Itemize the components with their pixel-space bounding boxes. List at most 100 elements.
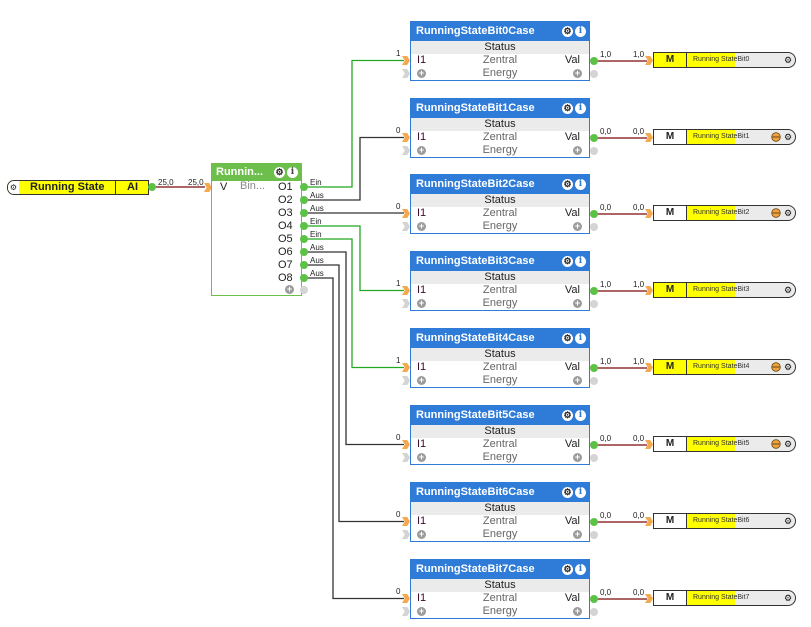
binary-input-port-v[interactable] <box>204 183 212 192</box>
info-icon[interactable]: i <box>575 333 586 344</box>
energy-output-port[interactable] <box>590 454 598 462</box>
memory-input-port[interactable] <box>645 363 653 372</box>
source-block-running-state[interactable]: ⚙ Running State AI <box>7 180 149 195</box>
binary-block-header[interactable]: Runnin... ⚙ i <box>212 164 301 181</box>
energy-input-port[interactable] <box>402 607 410 616</box>
gear-icon[interactable]: ⚙ <box>784 208 793 218</box>
energy-output-port[interactable] <box>590 377 598 385</box>
gear-icon[interactable]: ⚙ <box>784 362 793 372</box>
output-port[interactable] <box>300 196 308 204</box>
case-block[interactable]: RunningStateBit4Case ⚙ i Status I1 Zentr… <box>410 328 590 388</box>
add-output-icon[interactable]: + <box>573 375 582 385</box>
memory-block[interactable]: M Running StateBit7 ⚙ <box>653 590 796 606</box>
info-icon[interactable]: i <box>575 179 586 190</box>
wire-o8-to-case[interactable] <box>306 277 404 600</box>
input-port-i1[interactable] <box>402 286 410 295</box>
output-port-val[interactable] <box>590 210 598 218</box>
gear-icon[interactable]: ⚙ <box>562 179 573 190</box>
add-output-icon[interactable]: + <box>573 68 582 78</box>
output-port-val[interactable] <box>590 518 598 526</box>
energy-input-port[interactable] <box>402 453 410 462</box>
memory-input-port[interactable] <box>645 517 653 526</box>
input-port-i1[interactable] <box>402 363 410 372</box>
extra-output-port[interactable] <box>300 286 308 294</box>
wire-o6-to-case[interactable] <box>306 251 404 446</box>
energy-input-port[interactable] <box>402 69 410 78</box>
add-output-icon[interactable]: + <box>573 529 582 539</box>
gear-icon[interactable]: ⚙ <box>562 564 573 575</box>
case-block[interactable]: RunningStateBit6Case ⚙ i Status I1 Zentr… <box>410 482 590 542</box>
gear-icon[interactable]: ⚙ <box>784 593 793 603</box>
energy-output-port[interactable] <box>590 300 598 308</box>
info-icon[interactable]: i <box>575 256 586 267</box>
output-port-val[interactable] <box>590 287 598 295</box>
memory-block[interactable]: M Running StateBit5 ⚙ <box>653 436 796 452</box>
gear-icon[interactable]: ⚙ <box>562 410 573 421</box>
case-block-header[interactable]: RunningStateBit0Case ⚙ i <box>411 22 589 41</box>
add-output-icon[interactable]: + <box>573 298 582 308</box>
output-port[interactable] <box>300 235 308 243</box>
output-port-val[interactable] <box>590 57 598 65</box>
gear-icon[interactable]: ⚙ <box>562 256 573 267</box>
input-port-i1[interactable] <box>402 594 410 603</box>
input-port-i1[interactable] <box>402 209 410 218</box>
info-icon[interactable]: i <box>575 26 586 37</box>
output-port-val[interactable] <box>590 595 598 603</box>
info-icon[interactable]: i <box>287 167 298 178</box>
memory-input-port[interactable] <box>645 133 653 142</box>
energy-output-port[interactable] <box>590 70 598 78</box>
case-block[interactable]: RunningStateBit3Case ⚙ i Status I1 Zentr… <box>410 251 590 311</box>
memory-block[interactable]: M Running StateBit3 ⚙ <box>653 282 796 298</box>
energy-input-port[interactable] <box>402 222 410 231</box>
memory-button[interactable]: M <box>654 360 687 374</box>
case-block-header[interactable]: RunningStateBit3Case ⚙ i <box>411 252 589 271</box>
memory-block[interactable]: M Running StateBit4 ⚙ <box>653 359 796 375</box>
add-output-icon[interactable]: + <box>573 452 582 462</box>
output-port-val[interactable] <box>590 364 598 372</box>
input-port-i1[interactable] <box>402 440 410 449</box>
memory-button[interactable]: M <box>654 514 687 528</box>
binary-block[interactable]: Runnin... ⚙ i V Bin... <box>211 163 302 296</box>
energy-output-port[interactable] <box>590 531 598 539</box>
add-output-icon[interactable]: + <box>285 284 294 294</box>
energy-output-port[interactable] <box>590 223 598 231</box>
add-input-icon[interactable]: + <box>417 298 426 308</box>
output-port[interactable] <box>300 222 308 230</box>
wire-o2-to-case[interactable] <box>306 136 404 201</box>
case-block-header[interactable]: RunningStateBit4Case ⚙ i <box>411 329 589 348</box>
energy-input-port[interactable] <box>402 299 410 308</box>
add-input-icon[interactable]: + <box>417 221 426 231</box>
gear-icon[interactable]: ⚙ <box>562 26 573 37</box>
info-icon[interactable]: i <box>575 103 586 114</box>
energy-input-port[interactable] <box>402 530 410 539</box>
add-input-icon[interactable]: + <box>417 68 426 78</box>
input-port-i1[interactable] <box>402 133 410 142</box>
case-block-header[interactable]: RunningStateBit7Case ⚙ i <box>411 560 589 579</box>
output-port[interactable] <box>300 209 308 217</box>
case-block[interactable]: RunningStateBit7Case ⚙ i Status I1 Zentr… <box>410 559 590 619</box>
gear-icon[interactable]: ⚙ <box>784 439 793 449</box>
add-output-icon[interactable]: + <box>573 606 582 616</box>
add-input-icon[interactable]: + <box>417 375 426 385</box>
case-block[interactable]: RunningStateBit2Case ⚙ i Status I1 Zentr… <box>410 174 590 234</box>
memory-button[interactable]: M <box>654 591 687 605</box>
gear-icon[interactable]: ⚙ <box>784 516 793 526</box>
case-block[interactable]: RunningStateBit5Case ⚙ i Status I1 Zentr… <box>410 405 590 465</box>
memory-input-port[interactable] <box>645 594 653 603</box>
source-output-port[interactable] <box>148 183 156 191</box>
memory-button[interactable]: M <box>654 130 687 144</box>
energy-input-port[interactable] <box>402 146 410 155</box>
add-output-icon[interactable]: + <box>573 145 582 155</box>
memory-button[interactable]: M <box>654 53 687 67</box>
case-block-header[interactable]: RunningStateBit6Case ⚙ i <box>411 483 589 502</box>
memory-button[interactable]: M <box>654 206 687 220</box>
case-block-header[interactable]: RunningStateBit2Case ⚙ i <box>411 175 589 194</box>
wire-o4-to-case[interactable] <box>306 225 404 292</box>
energy-input-port[interactable] <box>402 376 410 385</box>
case-block[interactable]: RunningStateBit0Case ⚙ i Status I1 Zentr… <box>410 21 590 81</box>
gear-icon[interactable]: ⚙ <box>562 333 573 344</box>
add-input-icon[interactable]: + <box>417 452 426 462</box>
output-port-val[interactable] <box>590 134 598 142</box>
memory-block[interactable]: M Running StateBit1 ⚙ <box>653 129 796 145</box>
info-icon[interactable]: i <box>575 564 586 575</box>
